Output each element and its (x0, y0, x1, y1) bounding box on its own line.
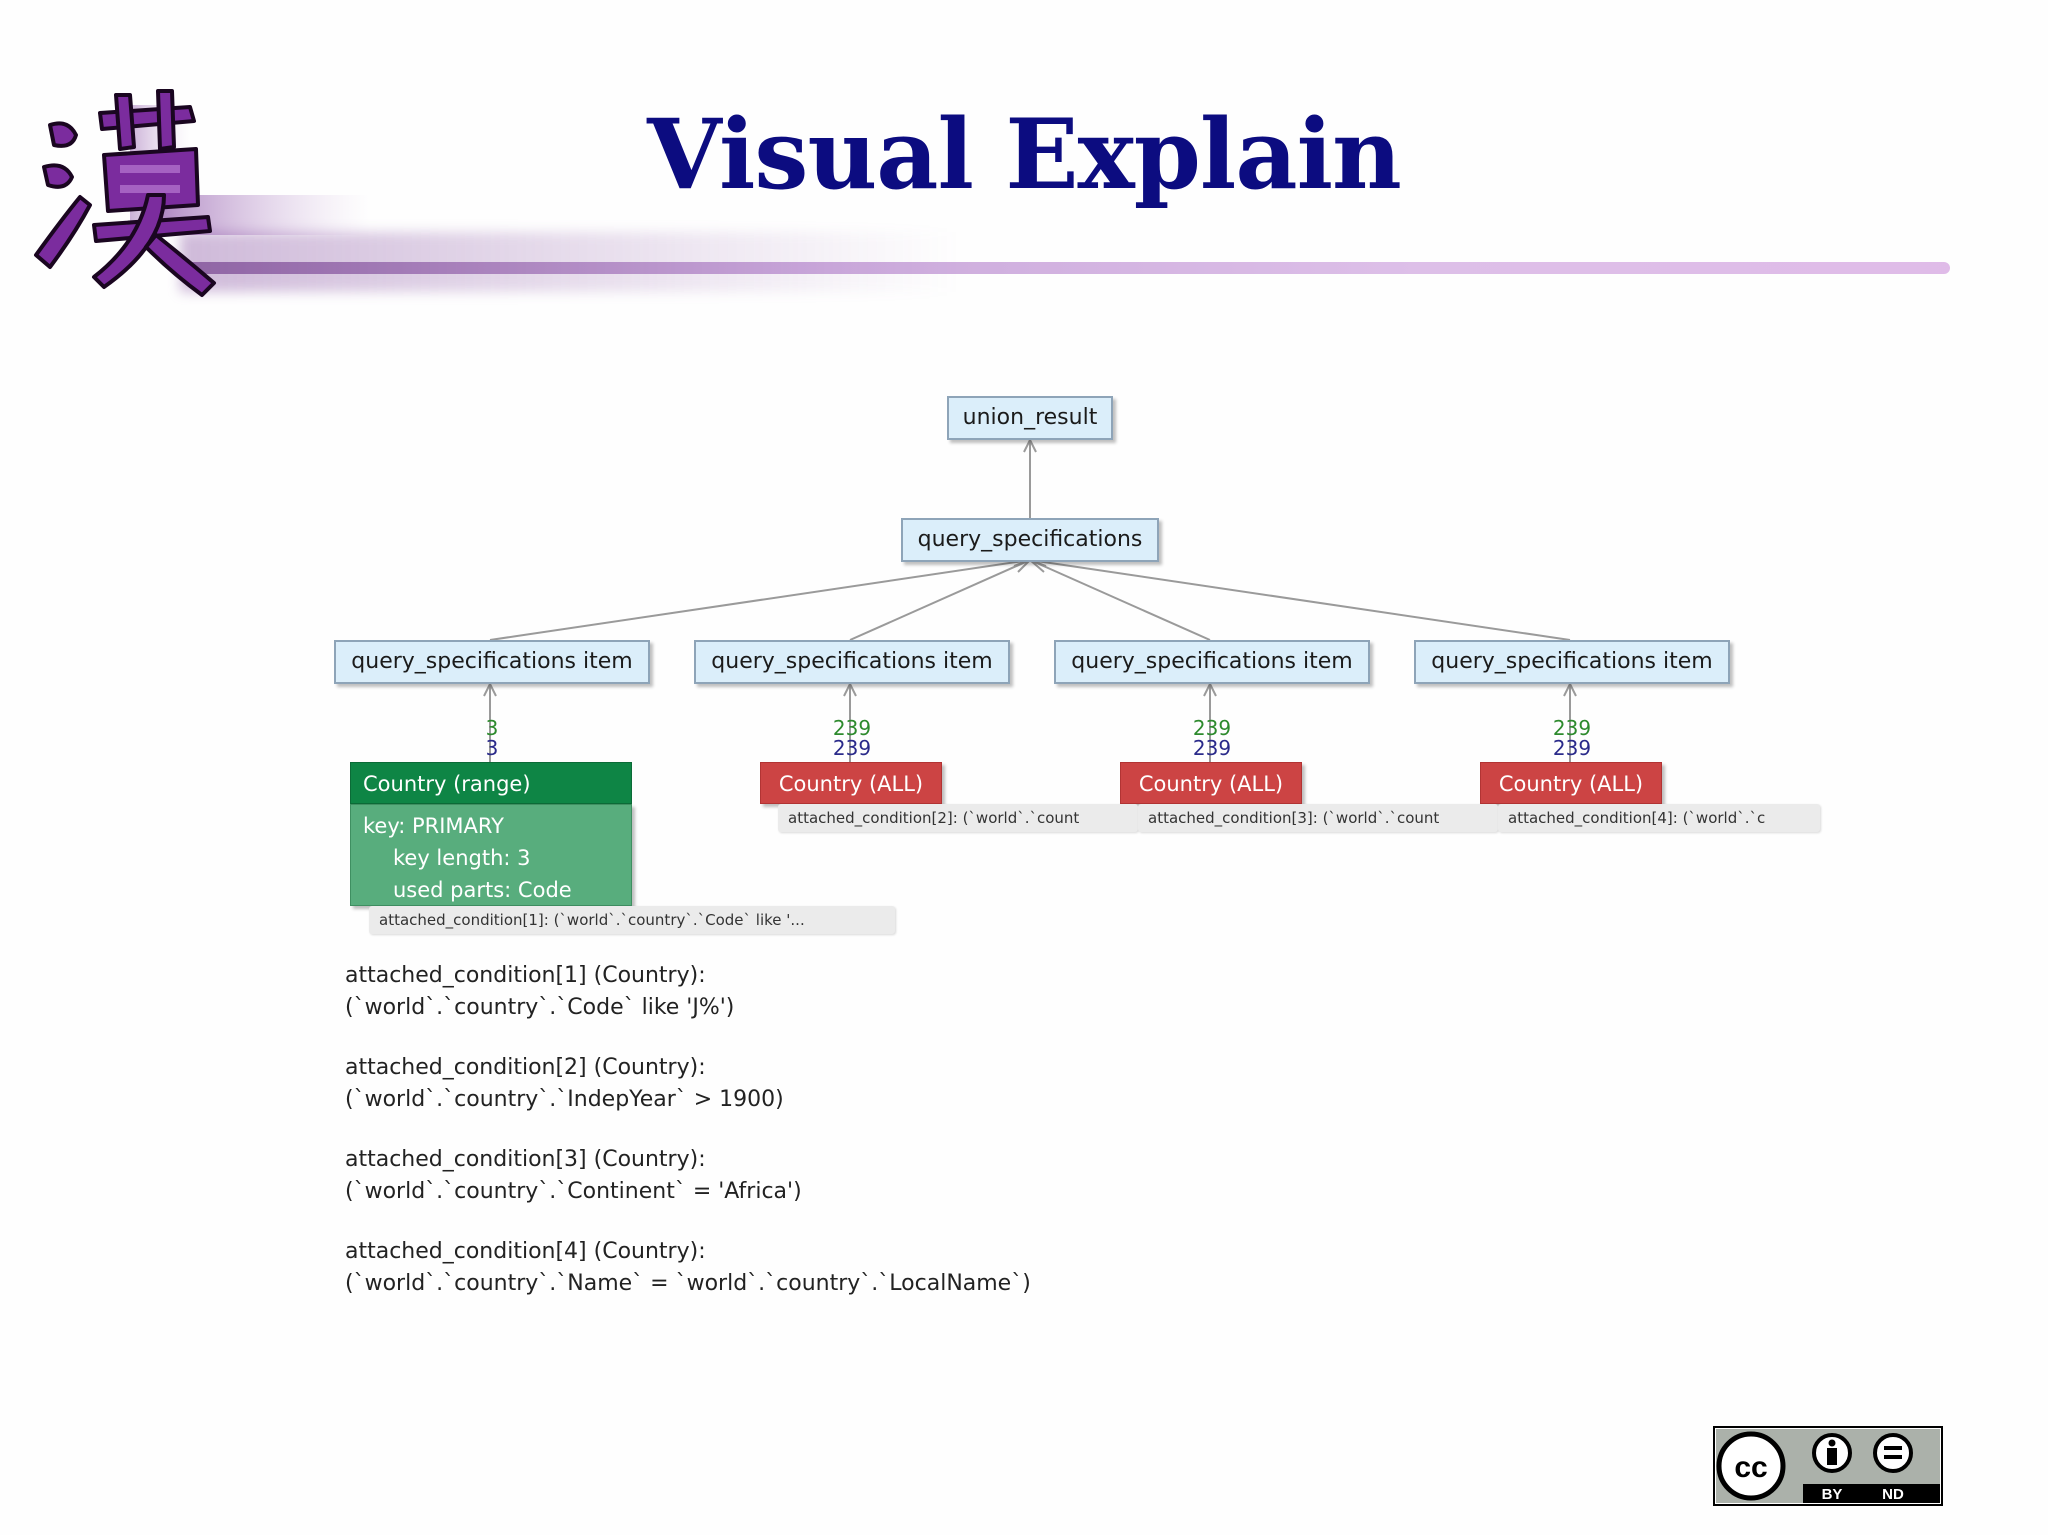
condition-block: attached_condition[1] (Country): (`world… (345, 960, 1545, 1024)
condition-expression: (`world`.`country`.`IndepYear` > 1900) (345, 1087, 784, 1112)
edge-item4-to-qs (1029, 559, 1571, 641)
node-query-specifications[interactable]: query_specifications (901, 518, 1159, 562)
edge-arrowhead (483, 681, 497, 697)
rows-produced-label: 3 (485, 736, 499, 760)
node-union-result[interactable]: union_result (947, 396, 1113, 440)
table-node-country-all[interactable]: Country (ALL) (1120, 762, 1302, 804)
edge-item1-to-qs (489, 559, 1031, 641)
nd-label: ND (1882, 1486, 1904, 1503)
rows-examined-label: 239 (1552, 716, 1592, 740)
condition-block: attached_condition[4] (Country): (`world… (345, 1236, 1545, 1300)
node-query-specifications-item-4[interactable]: query_specifications item (1414, 640, 1730, 684)
rows-produced-label: 239 (1192, 736, 1232, 760)
rows-produced-label: 239 (1552, 736, 1592, 760)
edge-item3-to-qs (1029, 559, 1211, 641)
condition-expression: (`world`.`country`.`Name` = `world`.`cou… (345, 1271, 1031, 1296)
table-node-country-range[interactable]: Country (range) (350, 762, 632, 804)
condition-expression: (`world`.`country`.`Code` like 'J%') (345, 995, 735, 1020)
edge-arrowhead (1203, 681, 1217, 697)
slide-title: Visual Explain (647, 98, 1402, 211)
node-query-specifications-item-1[interactable]: query_specifications item (334, 640, 650, 684)
node-query-specifications-item-3[interactable]: query_specifications item (1054, 640, 1370, 684)
condition-heading: attached_condition[3] (Country): (345, 1147, 706, 1172)
attached-condition-tag[interactable]: attached_condition[4]: (`world`.`c (1498, 804, 1820, 832)
creative-commons-by-nd-badge-icon: cc BY ND (1713, 1426, 1943, 1506)
condition-expression: (`world`.`country`.`Continent` = 'Africa… (345, 1179, 802, 1204)
attached-condition-tag[interactable]: attached_condition[2]: (`world`.`count (778, 804, 1138, 832)
condition-heading: attached_condition[4] (Country): (345, 1239, 706, 1264)
kanji-han-logo-icon (34, 89, 370, 297)
edge-arrowhead (843, 681, 857, 697)
attached-condition-tag[interactable]: attached_condition[1]: (`world`.`country… (369, 906, 895, 934)
condition-heading: attached_condition[1] (Country): (345, 963, 706, 988)
rows-examined-label: 239 (832, 716, 872, 740)
by-label: BY (1822, 1486, 1843, 1503)
edge-arrowhead (1563, 681, 1577, 697)
cc-label: cc (1734, 1451, 1767, 1484)
header-decoration-line (180, 262, 1950, 274)
rows-examined-label: 3 (485, 716, 499, 740)
node-query-specifications-item-2[interactable]: query_specifications item (694, 640, 1010, 684)
rows-produced-label: 239 (832, 736, 872, 760)
table-key-length: key length: 3 (393, 846, 531, 870)
condition-block: attached_condition[2] (Country): (`world… (345, 1052, 1545, 1116)
rows-examined-label: 239 (1192, 716, 1232, 740)
table-key: key: PRIMARY (363, 814, 504, 838)
condition-heading: attached_condition[2] (Country): (345, 1055, 706, 1080)
attached-condition-tag[interactable]: attached_condition[3]: (`world`.`count (1138, 804, 1498, 832)
table-node-details: key: PRIMARY key length: 3 used parts: C… (350, 804, 632, 906)
edge-item2-to-qs (849, 559, 1031, 641)
table-node-country-all[interactable]: Country (ALL) (1480, 762, 1662, 804)
table-node-country-all[interactable]: Country (ALL) (760, 762, 942, 804)
attached-conditions-list: attached_condition[1] (Country): (`world… (345, 960, 1545, 1328)
condition-block: attached_condition[3] (Country): (`world… (345, 1144, 1545, 1208)
table-used-parts: used parts: Code (393, 878, 572, 902)
edge-arrowhead (1023, 437, 1037, 453)
